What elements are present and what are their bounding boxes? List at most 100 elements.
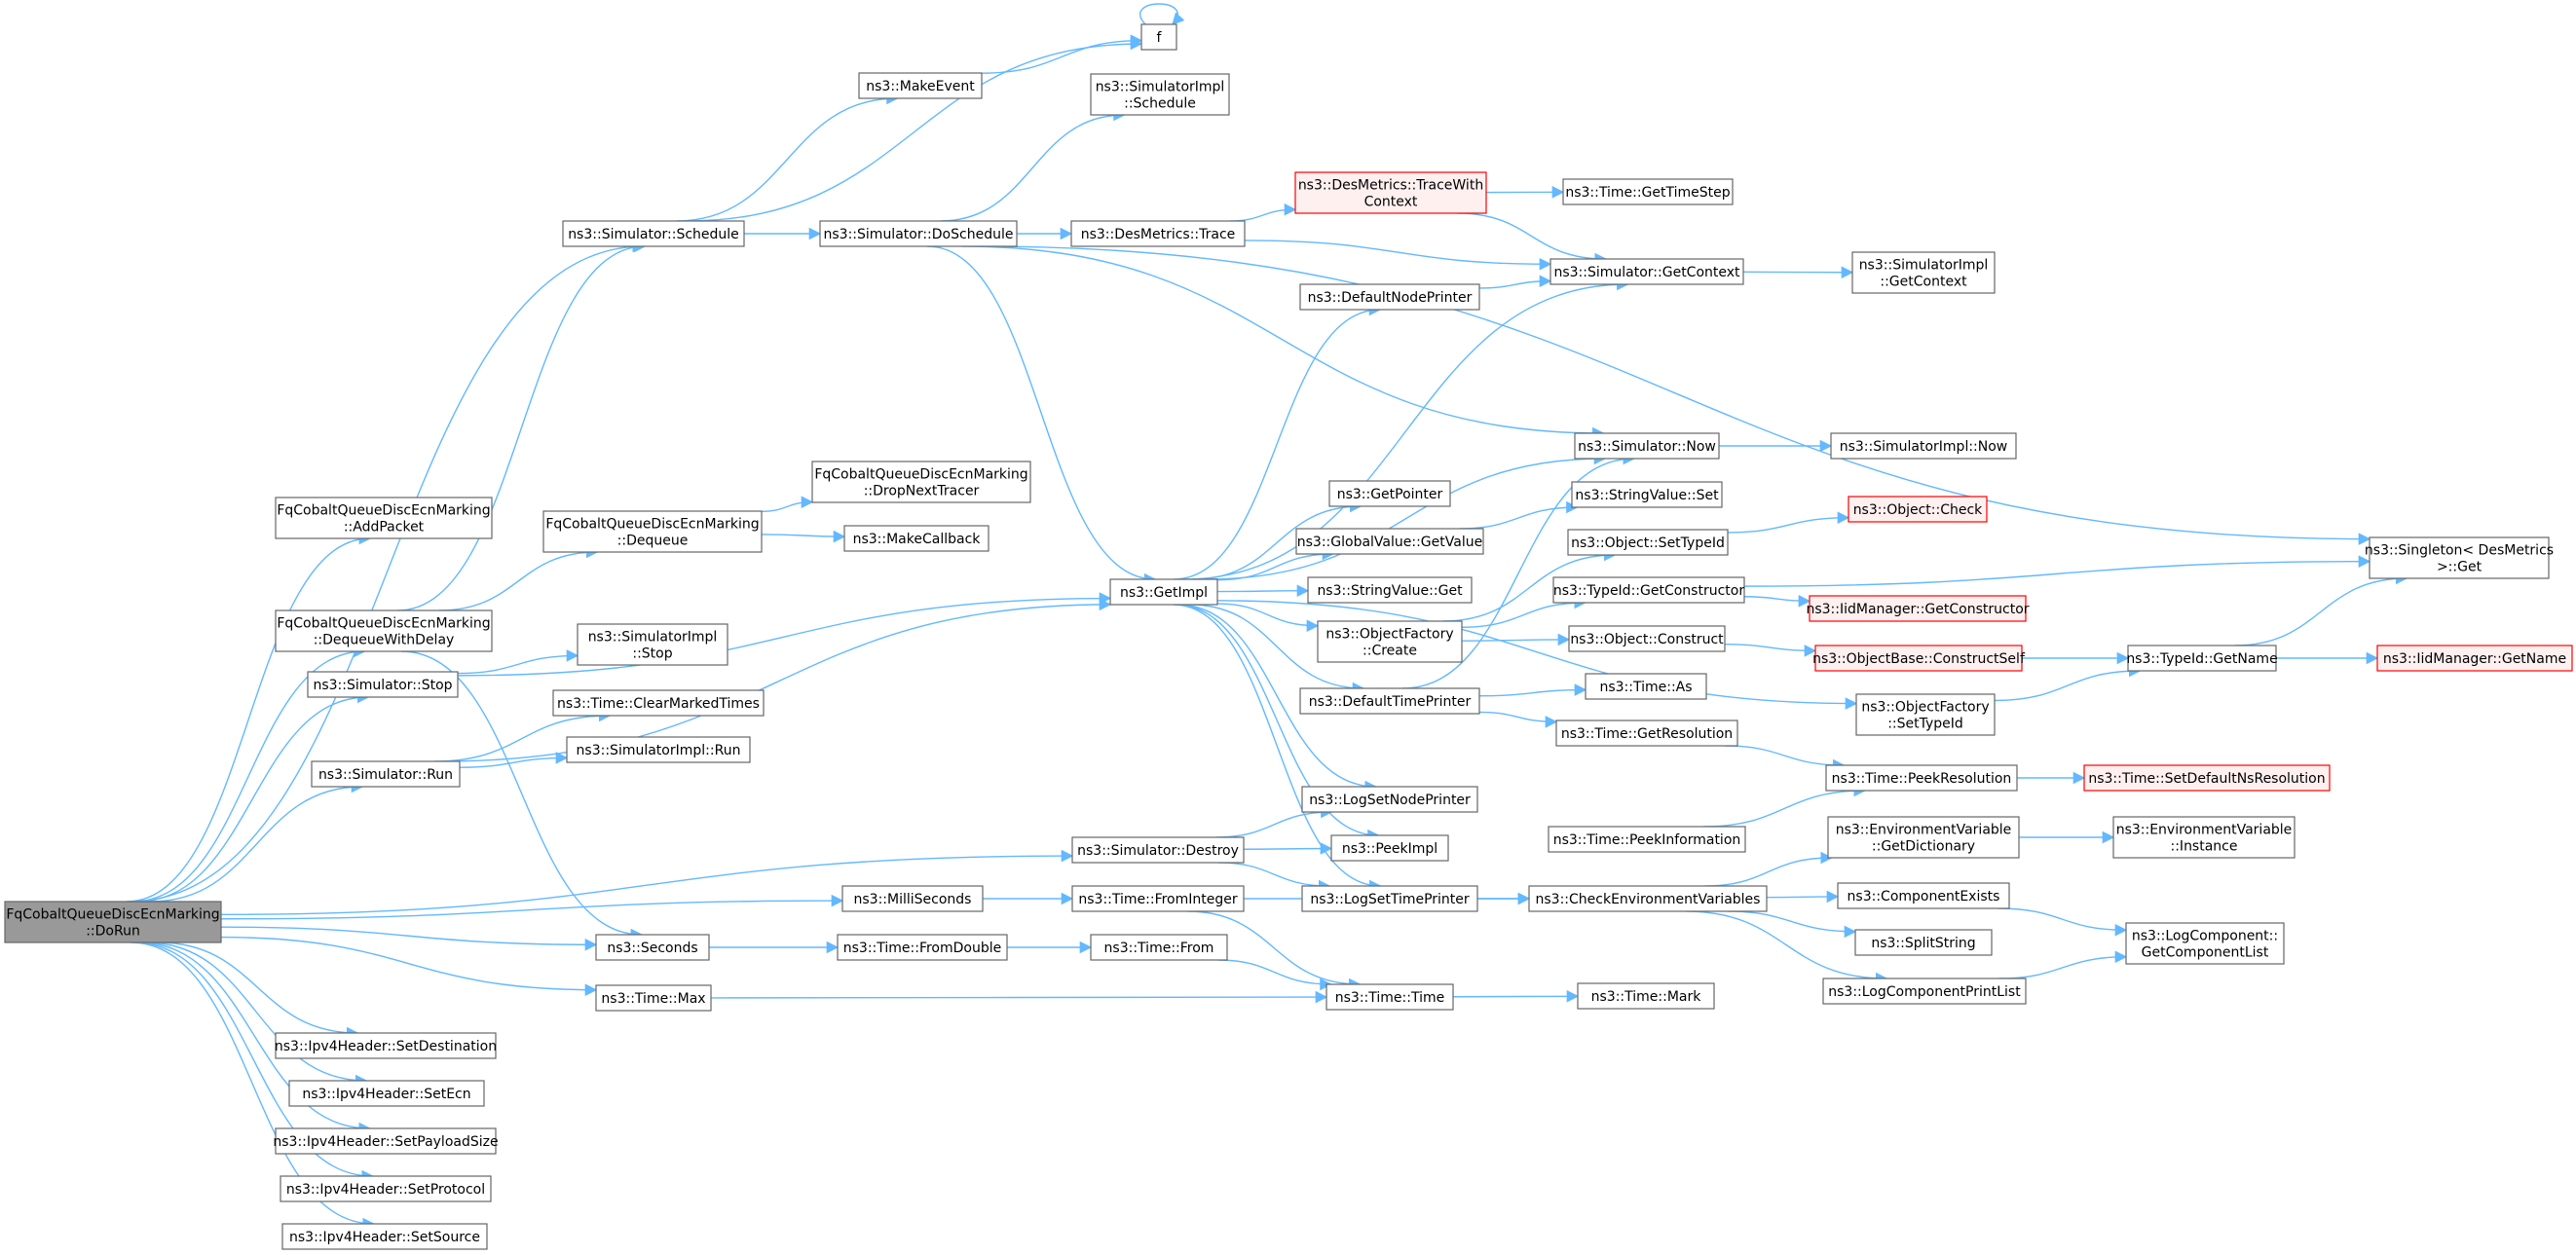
node-box <box>566 736 751 763</box>
node-box <box>577 623 728 666</box>
node-checkenv[interactable]: ns3::CheckEnvironmentVariables <box>1528 885 1768 912</box>
node-setdefaultres[interactable]: ns3::Time::SetDefaultNsResolution <box>2083 764 2331 792</box>
node-clearmarked[interactable]: ns3::Time::ClearMarkedTimes <box>552 689 765 717</box>
node-setproto[interactable]: ns3::Ipv4Header::SetProtocol <box>280 1175 492 1202</box>
node-label: ns3::SimulatorImpl::Now <box>1840 439 2008 455</box>
node-logcomplist[interactable]: ns3::LogComponent::GetComponentList <box>2125 922 2285 965</box>
node-deftimeprinter[interactable]: ns3::DefaultTimePrinter <box>1299 687 1480 715</box>
node-svget[interactable]: ns3::StringValue::Get <box>1307 576 1473 604</box>
node-destrace[interactable]: ns3::DesMetrics::Trace <box>1070 220 1246 247</box>
node-gvgetvalue[interactable]: ns3::GlobalValue::GetValue <box>1295 528 1484 555</box>
node-logsetnodeprinter[interactable]: ns3::LogSetNodePrinter <box>1301 786 1478 813</box>
node-label: ::SetTypeId <box>1887 717 1963 732</box>
node-envinstance[interactable]: ns3::EnvironmentVariable::Instance <box>2112 816 2296 859</box>
node-box <box>2369 536 2550 579</box>
node-simdestroy[interactable]: ns3::Simulator::Destroy <box>1071 836 1245 864</box>
edge-typeidgetname-to-singletonget <box>2234 572 2408 646</box>
edge-getimpl-to-simnow <box>1205 452 1607 580</box>
node-implschedule[interactable]: ns3::SimulatorImpl::Schedule <box>1090 73 1230 116</box>
node-typeidgetname[interactable]: ns3::TypeId::GetName <box>2126 645 2278 672</box>
node-timetime[interactable]: ns3::Time::Time <box>1325 983 1454 1011</box>
node-getcontext[interactable]: ns3::Simulator::GetContext <box>1549 258 1744 285</box>
node-dequeuewithdelay[interactable]: FqCobaltQueueDiscEcnMarking::DequeueWith… <box>275 609 493 652</box>
node-compexists[interactable]: ns3::ComponentExists <box>1837 882 2010 909</box>
node-setecn[interactable]: ns3::Ipv4Header::SetEcn <box>288 1080 485 1107</box>
node-doschedule[interactable]: ns3::Simulator::DoSchedule <box>819 220 1018 247</box>
edge-dequeuewithdelay-to-dequeue <box>438 545 599 611</box>
node-envgetdict[interactable]: ns3::EnvironmentVariable::GetDictionary <box>1827 816 2020 859</box>
node-dorun[interactable]: FqCobaltQueueDiscEcnMarking::DoRun <box>4 901 222 943</box>
node-ofsettypeid[interactable]: ns3::ObjectFactory::SetTypeId <box>1855 693 1996 736</box>
edge-checkenv-to-compexists <box>1766 890 1840 904</box>
edge-dorun-to-milliseconds <box>220 894 844 920</box>
node-fromdouble[interactable]: ns3::Time::FromDouble <box>837 934 1008 961</box>
node-implstop[interactable]: ns3::SimulatorImpl::Stop <box>577 623 728 666</box>
node-implnow[interactable]: ns3::SimulatorImpl::Now <box>1830 432 2017 460</box>
node-getconstructor[interactable]: ns3::TypeId::GetConstructor <box>1552 576 1745 604</box>
node-milliseconds[interactable]: ns3::MilliSeconds <box>841 885 984 912</box>
node-getpointer[interactable]: ns3::GetPointer <box>1328 480 1451 507</box>
node-dropnext[interactable]: FqCobaltQueueDiscEcnMarking::DropNextTra… <box>811 461 1031 503</box>
node-box <box>275 497 493 539</box>
node-setsource[interactable]: ns3::Ipv4Header::SetSource <box>281 1223 488 1250</box>
node-gettimestep[interactable]: ns3::Time::GetTimeStep <box>1562 178 1734 205</box>
node-logprintlist[interactable]: ns3::LogComponentPrintList <box>1822 978 2027 1005</box>
node-timefrom[interactable]: ns3::Time::From <box>1090 934 1228 961</box>
node-label: FqCobaltQueueDiscEcnMarking <box>814 467 1027 483</box>
node-box <box>1825 764 2018 792</box>
node-box <box>1295 528 1484 555</box>
node-label: ns3::Singleton< DesMetrics <box>2365 543 2554 559</box>
node-iidgetname[interactable]: ns3::IidManager::GetName <box>2376 645 2573 672</box>
node-makeevent[interactable]: ns3::MakeEvent <box>858 72 983 99</box>
node-timemax[interactable]: ns3::Time::Max <box>595 984 712 1012</box>
node-label: ns3::Simulator::DoSchedule <box>824 227 1014 242</box>
node-box <box>1814 645 2023 672</box>
node-singletonget[interactable]: ns3::Singleton< DesMetrics >::Get <box>2365 536 2554 579</box>
node-svset[interactable]: ns3::StringValue::Set <box>1571 481 1723 508</box>
node-label: f <box>1157 30 1163 46</box>
node-getresolution[interactable]: ns3::Time::GetResolution <box>1555 720 1738 747</box>
node-setdest[interactable]: ns3::Ipv4Header::SetDestination <box>275 1032 497 1059</box>
edge-defnodeprinter-to-getcontext <box>1478 275 1552 289</box>
node-simrun[interactable]: ns3::Simulator::Run <box>311 760 461 788</box>
node-implrun[interactable]: ns3::SimulatorImpl::Run <box>566 736 751 763</box>
edge-dequeuewithdelay-to-simschedule <box>397 240 647 611</box>
node-dequeue[interactable]: FqCobaltQueueDiscEcnMarking::Dequeue <box>542 510 763 553</box>
node-objconstruct[interactable]: ns3::Object::Construct <box>1568 625 1726 652</box>
node-peekresolution[interactable]: ns3::Time::PeekResolution <box>1825 764 2018 792</box>
node-constructself[interactable]: ns3::ObjectBase::ConstructSelf <box>1812 645 2026 672</box>
node-implgetcontext[interactable]: ns3::SimulatorImpl::GetContext <box>1851 251 1996 294</box>
node-iidgetconstructor[interactable]: ns3::IidManager::GetConstructor <box>1806 595 2030 622</box>
node-frominteger[interactable]: ns3::Time::FromInteger <box>1071 885 1245 912</box>
node-label: ns3::Simulator::Run <box>318 767 453 783</box>
node-timeas[interactable]: ns3::Time::As <box>1585 673 1707 700</box>
node-timemark[interactable]: ns3::Time::Mark <box>1577 982 1715 1010</box>
edge-dorun-to-setproto <box>133 941 374 1183</box>
node-makecallback[interactable]: ns3::MakeCallback <box>843 525 989 552</box>
node-getimpl[interactable]: ns3::GetImpl <box>1109 578 1218 606</box>
edge-dorun-to-setdest <box>158 941 359 1040</box>
node-addpacket[interactable]: FqCobaltQueueDiscEcnMarking::AddPacket <box>275 497 493 539</box>
edge-simrun-to-getimpl <box>439 598 1112 762</box>
node-label: ::Stop <box>632 646 672 662</box>
node-simstop[interactable]: ns3::Simulator::Stop <box>307 671 459 698</box>
node-label: ns3::Simulator::GetContext <box>1553 265 1740 280</box>
node-peekinformation[interactable]: ns3::Time::PeekInformation <box>1548 826 1746 853</box>
node-label: Context <box>1364 195 1418 210</box>
node-logsettimeprinter[interactable]: ns3::LogSetTimePrinter <box>1301 885 1478 912</box>
node-label: ns3::EnvironmentVariable <box>2116 823 2293 838</box>
node-setpayload[interactable]: ns3::Ipv4Header::SetPayloadSize <box>273 1127 499 1155</box>
node-defnodeprinter[interactable]: ns3::DefaultNodePrinter <box>1299 283 1480 311</box>
node-ofcreate[interactable]: ns3::ObjectFactory::Create <box>1317 620 1463 663</box>
node-peekimpl[interactable]: ns3::PeekImpl <box>1330 834 1449 862</box>
node-seconds[interactable]: ns3::Seconds <box>595 934 710 961</box>
node-splitstring[interactable]: ns3::SplitString <box>1854 929 1993 956</box>
node-simschedule[interactable]: ns3::Simulator::Schedule <box>562 220 745 247</box>
node-objsettypeid[interactable]: ns3::Object::SetTypeId <box>1567 529 1729 556</box>
node-box <box>542 510 763 553</box>
node-objcheck[interactable]: ns3::Object::Check <box>1848 496 1988 523</box>
node-label: ::AddPacket <box>344 520 425 535</box>
node-simnow[interactable]: ns3::Simulator::Now <box>1574 432 1720 460</box>
node-f[interactable]: f <box>1140 23 1177 51</box>
